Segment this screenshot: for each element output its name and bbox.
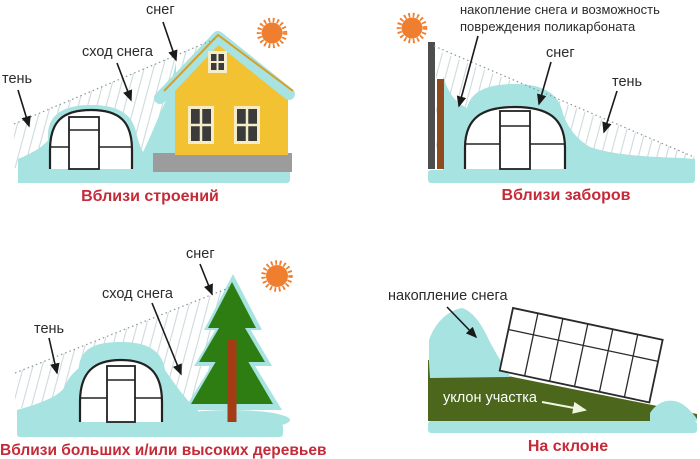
sun-icon <box>261 260 293 292</box>
sun-icon <box>256 17 288 49</box>
house <box>153 31 295 172</box>
panel-near-fences: накопление снега и возможность поврежден… <box>350 0 700 230</box>
slope-direction-arrow <box>541 401 587 414</box>
label-shade: тень <box>34 321 65 337</box>
house-foundation <box>153 153 292 172</box>
tree <box>191 282 273 422</box>
label-snow-slide: сход снега <box>82 44 153 60</box>
label-snow-accumulation: накопление снега и возможность поврежден… <box>460 2 660 34</box>
label-snow: снег <box>186 246 215 262</box>
greenhouse <box>463 105 567 170</box>
label-shade: тень <box>2 71 33 87</box>
greenhouse <box>48 108 134 170</box>
label-snow-accumulation: накопление снега <box>388 288 508 304</box>
caption-near-buildings: Вблизи строений <box>81 188 219 205</box>
greenhouse <box>78 358 164 423</box>
fence <box>428 42 444 169</box>
snow-accumulation <box>429 308 510 378</box>
attic-window <box>208 51 227 73</box>
snow-slide-sightline <box>13 37 218 125</box>
drawing-near-trees <box>14 260 293 437</box>
drawing-near-fences <box>396 12 695 183</box>
caption-near-trees: Вблизи больших и/или высоких деревьев <box>0 442 327 459</box>
fence-board-dark <box>428 42 435 169</box>
greenhouse-tilted <box>498 306 664 404</box>
label-shade: тень <box>612 74 643 90</box>
house-window-left <box>188 106 214 144</box>
panel-near-buildings: снег сход снега тень Вблизи строений <box>0 0 350 230</box>
snow-slide-sightline <box>14 286 232 374</box>
label-snow: снег <box>146 2 175 18</box>
roof-edge <box>163 33 294 92</box>
pointer-arrows <box>17 21 178 128</box>
tree-trunk <box>227 340 237 422</box>
pointer-arrows <box>456 35 618 134</box>
drawing-on-slope <box>428 306 697 433</box>
label-snow-slide: сход снега <box>102 286 173 302</box>
pointer-arrows <box>48 263 213 376</box>
caption-on-slope: На склоне <box>527 438 609 455</box>
label-slope: уклон участка <box>443 390 537 406</box>
house-window-right <box>234 106 260 144</box>
panel-on-slope: накопление снега уклон участка На склоне <box>350 230 700 459</box>
panel-near-trees: снег сход снега тень Вблизи больших и/ил… <box>0 230 350 459</box>
snow-drift-right <box>650 400 697 421</box>
snow-ground-strip <box>428 421 697 433</box>
snow-on-roof <box>154 31 295 104</box>
fence-board-brown <box>437 79 444 169</box>
drawing-near-buildings <box>13 17 295 183</box>
sun-icon <box>396 12 428 44</box>
caption-near-fences: Вблизи заборов <box>501 187 631 204</box>
pointer-arrow-accumulation <box>446 306 478 339</box>
label-snow: снег <box>546 45 575 61</box>
